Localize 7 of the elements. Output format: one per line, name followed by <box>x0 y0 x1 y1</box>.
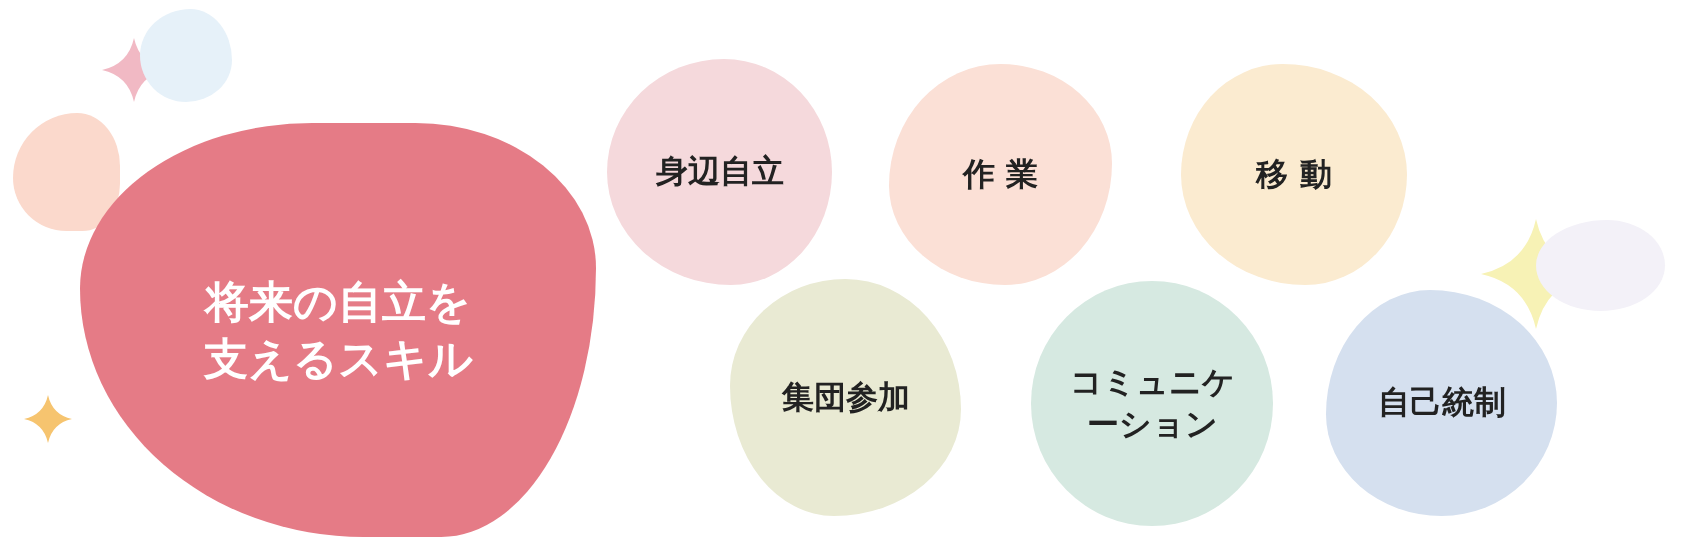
node-label: 身辺自立 <box>655 151 784 193</box>
node-label: 移 動 <box>1256 153 1332 195</box>
node-label: 自己統制 <box>1377 382 1506 424</box>
node-label: 作 業 <box>962 153 1039 195</box>
node-label: 将来の自立を支えるスキル <box>202 274 474 386</box>
node-label: コミュニケーション <box>1068 361 1236 445</box>
node-label: 集団参加 <box>781 376 910 418</box>
